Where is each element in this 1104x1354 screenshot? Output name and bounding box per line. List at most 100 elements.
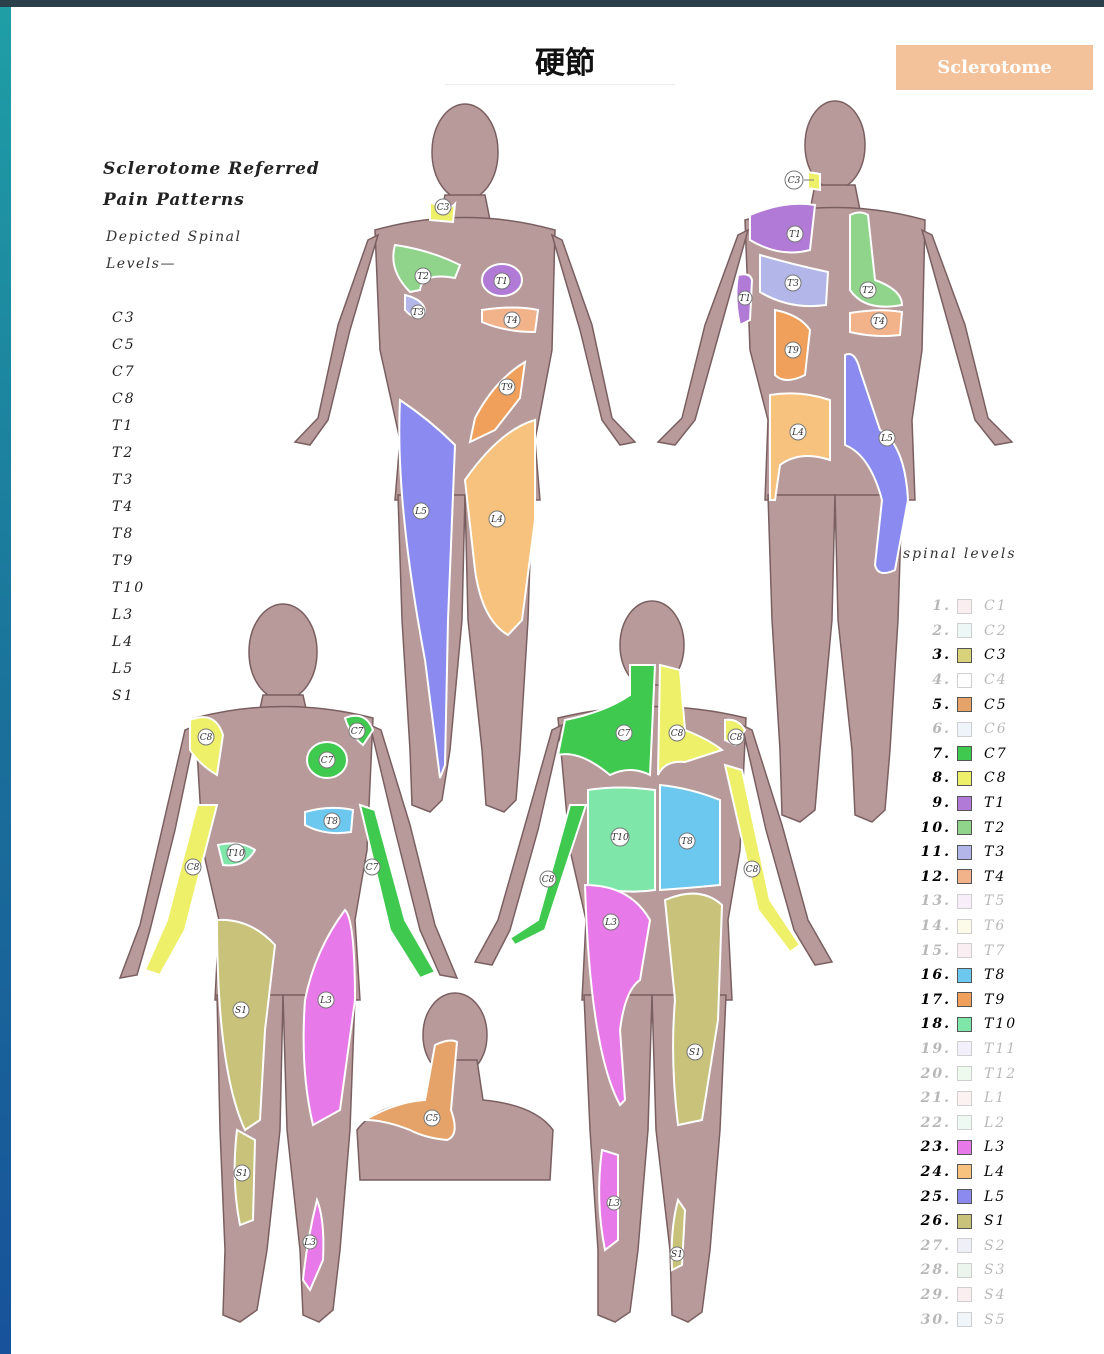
legend-code: T4 — [984, 869, 1006, 885]
legend-code: T5 — [984, 893, 1006, 909]
label-badge: C7 — [349, 723, 365, 739]
label-badge: T10 — [227, 844, 245, 862]
svg-text:C5: C5 — [426, 1114, 439, 1124]
legend-swatch — [957, 943, 972, 958]
depicted-level-item: T8 — [112, 521, 145, 548]
legend-number: 21. — [905, 1090, 957, 1106]
svg-text:T2: T2 — [862, 286, 874, 296]
legend-row: 18.T10 — [905, 1012, 1025, 1037]
legend-swatch — [957, 1312, 972, 1327]
svg-text:C7: C7 — [321, 756, 334, 766]
legend-code: T9 — [984, 992, 1006, 1008]
legend-row: 24.L4 — [905, 1160, 1025, 1185]
legend-row: 16.T8 — [905, 963, 1025, 988]
body-silhouette — [120, 604, 457, 1322]
legend-swatch — [957, 1041, 972, 1056]
label-badge: L4 — [489, 511, 505, 527]
legend-number: 14. — [905, 918, 957, 934]
label-badge: C8 — [185, 859, 201, 875]
legend-row: 29.S4 — [905, 1283, 1025, 1308]
legend-row: 26.S1 — [905, 1209, 1025, 1234]
legend-number: 19. — [905, 1041, 957, 1057]
label-badge: T1 — [787, 226, 803, 242]
label-badge: T4 — [504, 312, 520, 328]
legend-row: 17.T9 — [905, 988, 1025, 1013]
legend-code: L5 — [984, 1189, 1006, 1205]
legend-number: 26. — [905, 1213, 957, 1229]
legend-code: S2 — [984, 1238, 1007, 1254]
svg-text:T10: T10 — [227, 849, 245, 859]
subheading-line-2: Levels— — [106, 251, 241, 278]
svg-text:L3: L3 — [303, 1238, 316, 1248]
svg-text:T8: T8 — [681, 837, 693, 847]
label-badge: C7 — [616, 725, 632, 741]
back-figure-lower: C7 C8 C8 T10 T8 C8 C8 L3 S1 L3 S1 — [470, 600, 840, 1340]
legend-number: 27. — [905, 1238, 957, 1254]
svg-text:T9: T9 — [787, 346, 799, 356]
svg-text:L5: L5 — [880, 434, 893, 444]
svg-text:L3: L3 — [604, 918, 617, 928]
legend-number: 28. — [905, 1262, 957, 1278]
svg-text:S1: S1 — [671, 1250, 683, 1260]
svg-text:T3: T3 — [412, 308, 424, 318]
label-badge: L5 — [879, 430, 895, 446]
label-badge: T1 — [494, 273, 510, 289]
subheading-line-1: Depicted Spinal — [106, 224, 241, 251]
svg-text:C8: C8 — [671, 729, 684, 739]
svg-text:L4: L4 — [490, 515, 503, 525]
legend-row: 15.T7 — [905, 938, 1025, 963]
legend-number: 25. — [905, 1189, 957, 1205]
depicted-level-item: T10 — [112, 575, 145, 602]
label-badge: C8 — [728, 729, 744, 745]
legend-number: 20. — [905, 1066, 957, 1082]
svg-text:T4: T4 — [506, 316, 518, 326]
legend-code: S4 — [984, 1287, 1007, 1303]
legend-number: 12. — [905, 869, 957, 885]
svg-text:T8: T8 — [326, 817, 338, 827]
legend-swatch — [957, 1263, 972, 1278]
heading-line-1: Sclerotome Referred — [103, 154, 320, 185]
legend-code: T6 — [984, 918, 1006, 934]
legend-swatch — [957, 1238, 972, 1253]
label-badge: C8 — [669, 725, 685, 741]
label-badge: T9 — [499, 379, 515, 395]
legend-code: T10 — [984, 1016, 1017, 1032]
label-badge: L3 — [603, 914, 619, 930]
legend-row: 12. T4 — [905, 865, 1025, 890]
body-silhouette — [357, 993, 553, 1180]
legend-number: 11. — [905, 844, 957, 860]
label-badge: C5 — [424, 1110, 440, 1126]
legend-swatch — [957, 1214, 972, 1229]
label-badge: C7 — [319, 752, 335, 768]
region-t1 — [750, 204, 815, 253]
label-badge: C7 — [364, 859, 380, 875]
chart-subheading: Depicted Spinal Levels— — [106, 224, 241, 278]
top-bar — [0, 0, 1104, 7]
svg-text:L4: L4 — [791, 428, 804, 438]
label-badge: C3 — [435, 199, 451, 215]
legend-row: 13.T5 — [905, 889, 1025, 914]
label-badge: T10 — [611, 828, 629, 846]
svg-text:L3: L3 — [319, 996, 332, 1006]
legend-number: 23. — [905, 1139, 957, 1155]
depicted-level-item: C7 — [112, 359, 145, 386]
svg-text:T3: T3 — [787, 279, 799, 289]
svg-text:L5: L5 — [414, 507, 427, 517]
label-badge: L3 — [303, 1235, 317, 1249]
legend-row: 11.T3 — [905, 840, 1025, 865]
label-badge: S1 — [687, 1044, 703, 1060]
legend-code: L4 — [984, 1164, 1006, 1180]
svg-text:T10: T10 — [611, 833, 629, 843]
label-badge: T9 — [785, 342, 801, 358]
label-badge: T4 — [871, 313, 887, 329]
legend-code: T8 — [984, 967, 1006, 983]
svg-text:T1: T1 — [496, 277, 508, 287]
depicted-level-item: T1 — [112, 413, 145, 440]
legend-code: T12 — [984, 1066, 1017, 1082]
svg-text:S1: S1 — [689, 1048, 701, 1058]
legend-swatch — [957, 1140, 972, 1155]
label-badge: S1 — [234, 1165, 250, 1181]
svg-text:C8: C8 — [542, 875, 555, 885]
heading-line-2: Pain Patterns — [103, 185, 320, 216]
page-title: 硬節 — [490, 38, 640, 82]
